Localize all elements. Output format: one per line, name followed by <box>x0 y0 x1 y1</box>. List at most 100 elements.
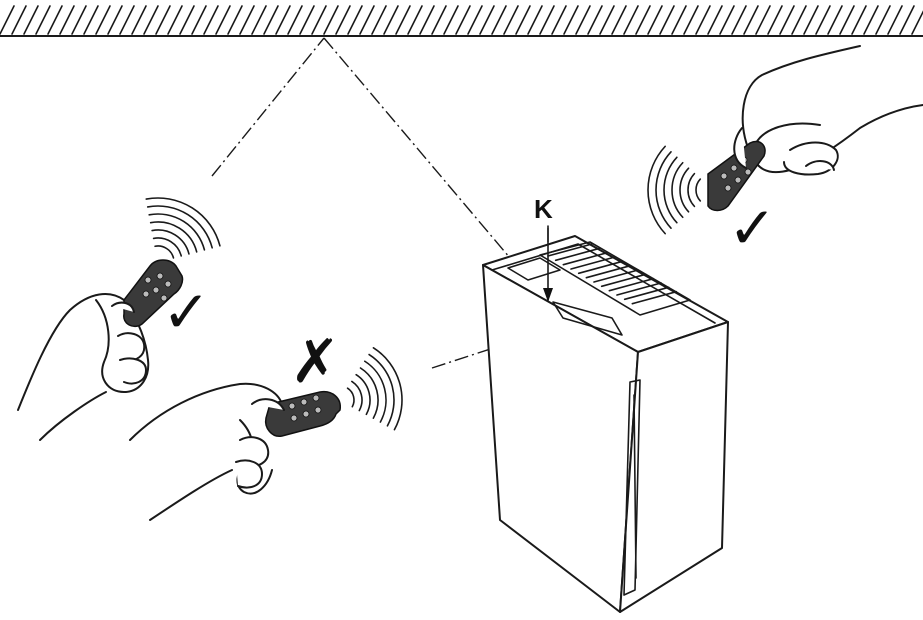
hatch-stroke <box>515 5 531 35</box>
signal-wave-arc <box>695 178 702 202</box>
vent-slat <box>608 277 655 292</box>
hatch-stroke <box>179 5 195 35</box>
signal-waves-top-right <box>647 145 702 235</box>
signal-wave-arc <box>154 245 175 259</box>
hatch-stroke <box>659 5 675 35</box>
hatch-stroke <box>395 5 411 35</box>
hatch-stroke <box>419 5 435 35</box>
hatch-stroke <box>491 5 507 35</box>
hatch-stroke <box>707 5 723 35</box>
signal-wave-arc <box>372 346 403 431</box>
hatch-stroke <box>443 5 459 35</box>
hatch-stroke <box>215 5 231 35</box>
hatch-stroke <box>407 5 423 35</box>
hatch-stroke <box>767 5 783 35</box>
hatch-stroke <box>83 5 99 35</box>
signal-wave-arc <box>146 205 213 249</box>
hatch-stroke <box>827 5 843 35</box>
vent-slat <box>547 243 593 257</box>
hatch-stroke <box>527 5 543 35</box>
hatch-stroke <box>539 5 555 35</box>
signal-wave-arc <box>687 172 696 208</box>
hatch-stroke <box>263 5 279 35</box>
hatch-stroke <box>167 5 183 35</box>
signal-wave-arc <box>145 197 221 247</box>
hatch-stroke <box>695 5 711 35</box>
hatch-stroke <box>671 5 687 35</box>
hatch-stroke <box>371 5 387 35</box>
vent-slat <box>600 273 647 288</box>
signal-wave-arc <box>368 353 395 427</box>
vent-slat <box>562 251 609 266</box>
hatch-stroke <box>143 5 159 35</box>
vent-slat <box>593 269 639 283</box>
hatch-stroke <box>719 5 735 35</box>
vent-slat <box>623 286 670 301</box>
signal-wave-arc <box>148 213 206 251</box>
hatch-stroke <box>347 5 363 35</box>
hatch-stroke <box>359 5 375 35</box>
hatch-stroke <box>191 5 207 35</box>
hatch-stroke <box>203 5 219 35</box>
hatch-stroke <box>503 5 519 35</box>
remote-control-top-right <box>707 140 766 212</box>
vent-slat <box>554 247 601 262</box>
hatch-stroke <box>23 5 39 35</box>
hatch-stroke <box>623 5 639 35</box>
hatch-stroke <box>803 5 819 35</box>
hatch-stroke <box>611 5 627 35</box>
hatch-stroke <box>299 5 315 35</box>
signal-wave-arc <box>671 161 684 219</box>
hatch-stroke <box>551 5 567 35</box>
hatch-stroke <box>287 5 303 35</box>
vent-slat <box>570 256 616 270</box>
hatch-stroke <box>731 5 747 35</box>
check-mark-icon-top-right: ✓ <box>728 194 777 262</box>
hatch-stroke <box>863 5 879 35</box>
hatch-stroke <box>47 5 63 35</box>
signal-wave-arc <box>364 360 387 423</box>
hatch-stroke <box>743 5 759 35</box>
hatch-stroke <box>155 5 171 35</box>
signal-wave-arc <box>359 367 379 419</box>
hatch-stroke <box>107 5 123 35</box>
hatch-stroke <box>587 5 603 35</box>
vent-slat <box>585 264 632 279</box>
hand-remote-bottom <box>129 382 341 521</box>
hatch-stroke <box>311 5 327 35</box>
hatch-stroke <box>851 5 867 35</box>
hatch-stroke <box>779 5 795 35</box>
air-purifier <box>482 235 729 613</box>
hatch-stroke <box>131 5 147 35</box>
hatch-stroke <box>335 5 351 35</box>
hatch-stroke <box>95 5 111 35</box>
hatch-stroke <box>251 5 267 35</box>
signal-wave-arc <box>351 380 363 412</box>
hatch-stroke <box>455 5 471 35</box>
vent-slat <box>616 282 662 296</box>
hatch-stroke <box>323 5 339 35</box>
vent-slat <box>631 290 678 305</box>
ceiling-hatch <box>0 5 923 37</box>
hatch-stroke <box>0 5 15 35</box>
check-mark-icon-left: ✓ <box>162 278 211 346</box>
hand-remote-top-right <box>707 45 923 212</box>
hatch-stroke <box>899 5 915 35</box>
hatch-stroke <box>599 5 615 35</box>
signal-wave-arc <box>151 229 190 255</box>
hatch-stroke <box>575 5 591 35</box>
hatch-stroke <box>647 5 663 35</box>
vent-slat <box>577 260 624 275</box>
signal-wave-arc <box>647 145 666 235</box>
vent-grille <box>539 241 691 316</box>
hatch-stroke <box>59 5 75 35</box>
remote-control-left <box>123 259 184 328</box>
signal-waves-left <box>145 197 221 259</box>
hatch-stroke <box>227 5 243 35</box>
cross-mark-icon-bottom: ✗ <box>290 327 340 397</box>
callout-label-k: K <box>534 194 553 224</box>
hatch-stroke <box>479 5 495 35</box>
hand-remote-left <box>17 259 184 441</box>
